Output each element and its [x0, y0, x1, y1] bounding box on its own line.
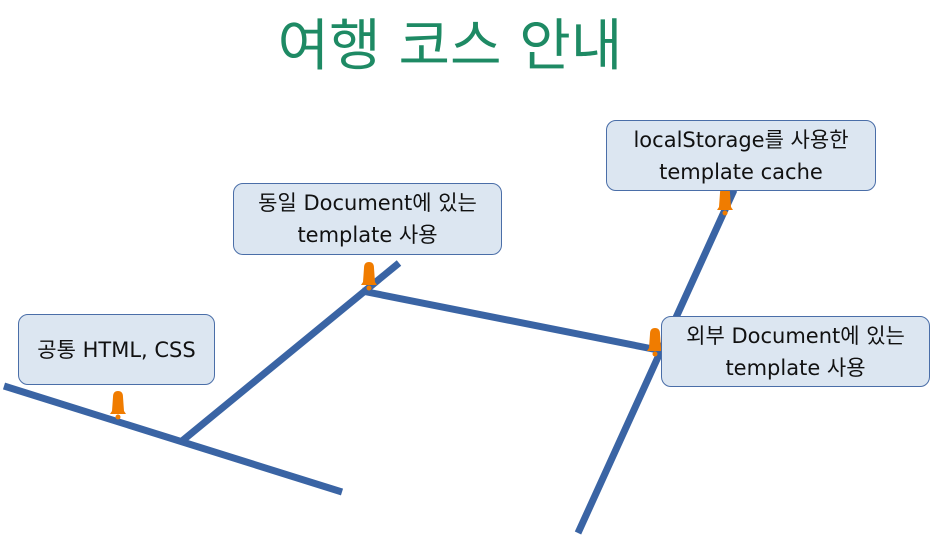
stop-label-text: 외부 Document에 있는 template 사용	[686, 320, 905, 384]
bell-clapper-icon	[115, 414, 121, 420]
stop-label-line: 외부 Document에 있는	[686, 323, 905, 348]
road-segment-right	[574, 188, 738, 535]
stop-label-line: 공통 HTML, CSS	[37, 337, 196, 362]
bell-marker	[361, 262, 377, 291]
stop-label-line: localStorage를 사용한	[633, 127, 849, 152]
roads	[2, 188, 738, 535]
stop-label-line: template 사용	[725, 355, 866, 380]
stop-label-common-html-css: 공통 HTML, CSS	[18, 314, 215, 385]
road-segment-main	[2, 382, 344, 496]
stop-label-line: template cache	[659, 159, 823, 184]
stop-label-text: 공통 HTML, CSS	[37, 334, 195, 366]
bell-body-icon	[361, 262, 377, 285]
stop-label-external-document-template: 외부 Document에 있는 template 사용	[661, 316, 930, 387]
bell-marker	[717, 187, 733, 216]
stop-label-text: 동일 Document에 있는 template 사용	[258, 187, 477, 251]
page-title: 여행 코스 안내	[277, 14, 623, 79]
bell-body-icon	[717, 187, 733, 210]
bell-body-icon	[110, 391, 126, 414]
stop-label-text: localStorage를 사용한 template cache	[633, 124, 848, 188]
bell-marker	[647, 328, 663, 357]
stop-label-line: 동일 Document에 있는	[258, 191, 477, 215]
bell-clapper-icon	[652, 351, 658, 357]
stop-label-localstorage-template-cache: localStorage를 사용한 template cache	[606, 120, 876, 191]
bell-body-icon	[647, 328, 663, 351]
bell-clapper-icon	[722, 210, 728, 216]
bell-marker	[110, 391, 126, 420]
stop-label-same-document-template: 동일 Document에 있는 template 사용	[233, 183, 502, 255]
road-segment-connector	[361, 287, 659, 354]
bell-clapper-icon	[366, 285, 372, 291]
stop-label-line: template 사용	[297, 223, 438, 247]
